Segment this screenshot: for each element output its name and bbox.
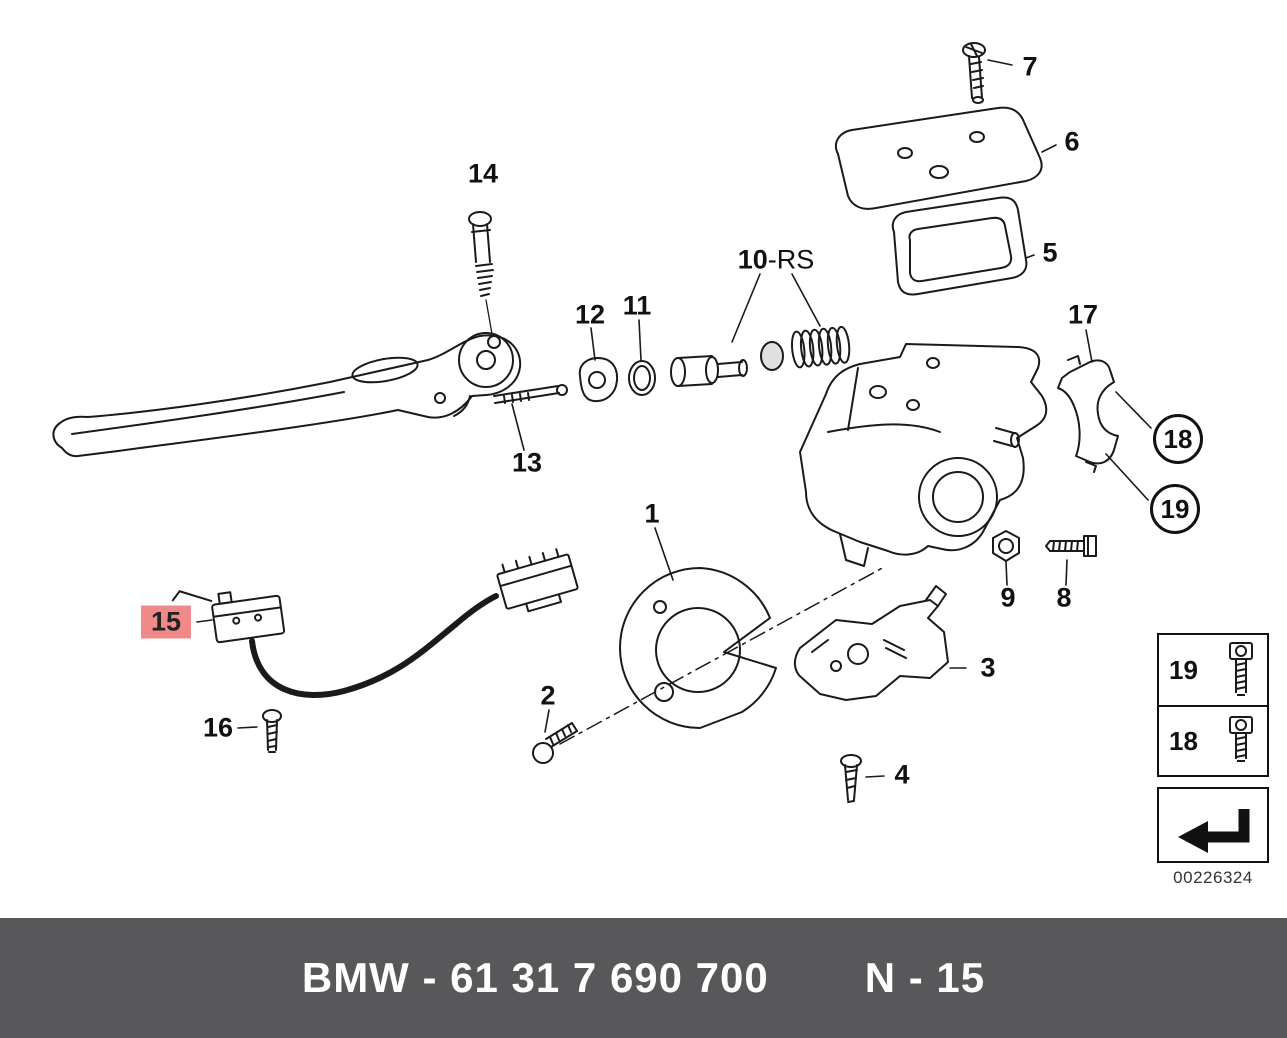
protection-plate-1-drawing bbox=[619, 567, 777, 729]
part-label-9[interactable]: 9 bbox=[1000, 582, 1016, 613]
part-label-8[interactable]: 8 bbox=[1056, 582, 1072, 613]
screw-7-drawing bbox=[962, 42, 986, 104]
leader-lines bbox=[196, 59, 1152, 778]
legend-row-18[interactable]: 18 bbox=[1159, 705, 1267, 775]
part-label-3[interactable]: 3 bbox=[980, 652, 996, 683]
part-label-5[interactable]: 5 bbox=[1042, 237, 1058, 268]
grommet-12-drawing bbox=[578, 357, 619, 403]
screw-16-drawing bbox=[262, 709, 282, 753]
footer-bar: BMW - 61 31 7 690 700 N - 15 bbox=[0, 918, 1287, 1038]
diagram-image-number: 00226324 bbox=[1173, 868, 1253, 887]
legend-label-19: 19 bbox=[1169, 654, 1198, 685]
gasket-5-drawing bbox=[891, 196, 1028, 296]
cap-screw-short-icon bbox=[1229, 716, 1253, 762]
cap-screw-long-icon bbox=[1229, 642, 1253, 696]
page-continuation-arrow-icon bbox=[1178, 809, 1250, 853]
hardware-legend: 19 18 bbox=[1157, 633, 1269, 863]
legend-label-18: 18 bbox=[1169, 725, 1198, 756]
part-label-16[interactable]: 16 bbox=[202, 712, 234, 743]
part-label-7[interactable]: 7 bbox=[1022, 51, 1038, 82]
part-label-13[interactable]: 13 bbox=[511, 447, 543, 478]
exploded-view-drawing bbox=[52, 42, 1152, 803]
part-label-1[interactable]: 1 bbox=[644, 498, 660, 529]
part-label-19-circled[interactable]: 19 bbox=[1150, 484, 1200, 534]
parts-diagram-canvas: 14 12 11 10-RS 7 6 5 17 13 1 15 16 2 3 4… bbox=[52, 42, 1269, 887]
part-label-11[interactable]: 11 bbox=[622, 290, 652, 321]
master-cylinder-body-drawing bbox=[799, 343, 1048, 567]
part-label-15-highlighted[interactable]: 15 bbox=[140, 605, 192, 639]
continuation-arrow-box[interactable] bbox=[1157, 787, 1269, 863]
screw-8-drawing bbox=[1045, 535, 1097, 557]
part-label-18-circled[interactable]: 18 bbox=[1153, 414, 1203, 464]
reservoir-cover-6-drawing bbox=[834, 106, 1043, 210]
part-label-17[interactable]: 17 bbox=[1067, 299, 1099, 330]
switch-cable-drawing bbox=[249, 593, 499, 698]
part-label-10-rs[interactable]: 10-RS bbox=[737, 244, 815, 275]
lever-drawing bbox=[52, 332, 522, 458]
switch-15-drawing bbox=[171, 590, 286, 644]
part-label-4[interactable]: 4 bbox=[894, 759, 910, 790]
part-label-2[interactable]: 2 bbox=[540, 680, 556, 711]
ring-11-drawing bbox=[628, 360, 656, 396]
clamp-17-drawing bbox=[1057, 355, 1119, 473]
connector-plug-drawing bbox=[496, 548, 579, 613]
part-label-10-number: 10 bbox=[737, 244, 768, 275]
screw-14-drawing bbox=[468, 211, 494, 335]
legend-table: 19 18 bbox=[1157, 633, 1269, 777]
pushrod-13-drawing bbox=[493, 384, 568, 404]
screw-4-drawing bbox=[840, 754, 862, 803]
nut-9-drawing bbox=[992, 530, 1020, 562]
part-label-14[interactable]: 14 bbox=[467, 158, 499, 189]
part-label-12[interactable]: 12 bbox=[574, 299, 606, 330]
footer-part-number: BMW - 61 31 7 690 700 bbox=[301, 954, 769, 1001]
footer-code: N - 15 bbox=[864, 954, 986, 1001]
bracket-3-drawing bbox=[794, 585, 949, 701]
piston-kit-10-drawing bbox=[670, 325, 851, 387]
assembly-axis-line bbox=[559, 565, 887, 745]
legend-row-19[interactable]: 19 bbox=[1159, 635, 1267, 705]
part-label-6[interactable]: 6 bbox=[1064, 126, 1080, 157]
screw-2-drawing bbox=[532, 722, 578, 764]
part-label-10-suffix: -RS bbox=[767, 244, 815, 275]
